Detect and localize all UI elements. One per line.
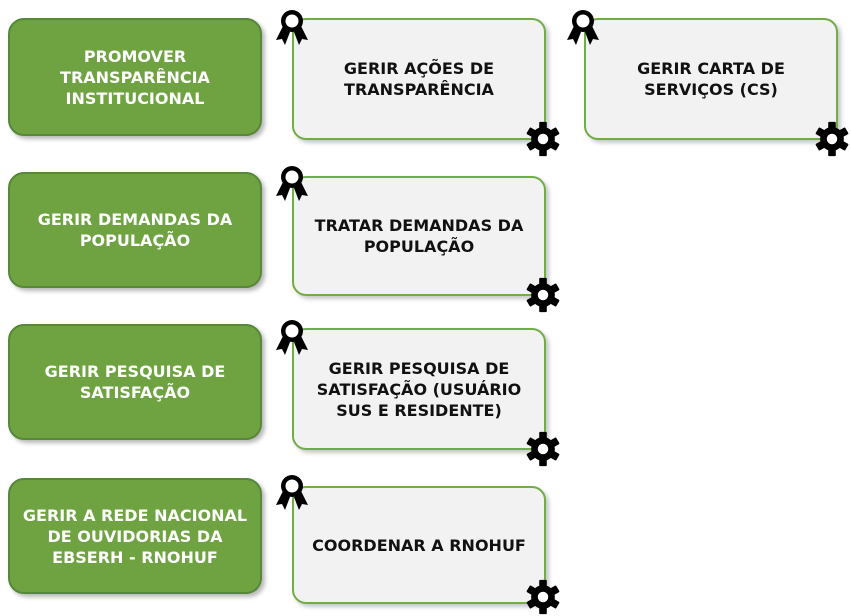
- process-box-tratar-demandas: TRATAR DEMANDAS DA POPULAÇÃO: [292, 176, 546, 296]
- award-ribbon-icon: [272, 318, 312, 358]
- gear-icon: [813, 120, 851, 158]
- gear-icon: [524, 120, 562, 158]
- award-ribbon-icon: [563, 8, 603, 48]
- award-ribbon-icon: [272, 473, 312, 513]
- macroprocess-box-pesquisa: GERIR PESQUISA DE SATISFAÇÃO: [8, 324, 262, 440]
- process-box-gerir-pesquisa-satisfacao: GERIR PESQUISA DE SATISFAÇÃO (USUÁRIO SU…: [292, 328, 546, 450]
- gear-icon: [524, 578, 562, 616]
- award-ribbon-icon: [272, 8, 312, 48]
- process-label: GERIR PESQUISA DE SATISFAÇÃO (USUÁRIO SU…: [316, 358, 522, 420]
- process-label: GERIR AÇÕES DE TRANSPARÊNCIA: [343, 59, 495, 99]
- macroprocess-label: PROMOVER TRANSPARÊNCIA INSTITUCIONAL: [60, 46, 210, 108]
- award-ribbon-icon: [272, 164, 312, 204]
- process-box-gerir-carta-servicos: GERIR CARTA DE SERVIÇOS (CS): [584, 18, 838, 140]
- gear-icon: [524, 430, 562, 468]
- process-box-gerir-acoes-transparencia: GERIR AÇÕES DE TRANSPARÊNCIA: [292, 18, 546, 140]
- process-label: COORDENAR A RNOHUF: [312, 535, 526, 555]
- gear-icon: [524, 276, 562, 314]
- macroprocess-box-demandas: GERIR DEMANDAS DA POPULAÇÃO: [8, 172, 262, 288]
- process-box-coordenar-rnohuf: COORDENAR A RNOHUF: [292, 486, 546, 604]
- process-label: GERIR CARTA DE SERVIÇOS (CS): [637, 59, 785, 99]
- macroprocess-box-transparencia: PROMOVER TRANSPARÊNCIA INSTITUCIONAL: [8, 18, 262, 136]
- macroprocess-label: GERIR DEMANDAS DA POPULAÇÃO: [37, 210, 233, 250]
- process-label: TRATAR DEMANDAS DA POPULAÇÃO: [314, 216, 524, 256]
- macroprocess-box-rede-ouvidorias: GERIR A REDE NACIONAL DE OUVIDORIAS DA E…: [8, 478, 262, 594]
- macroprocess-label: GERIR PESQUISA DE SATISFAÇÃO: [44, 362, 226, 402]
- macroprocess-label: GERIR A REDE NACIONAL DE OUVIDORIAS DA E…: [22, 505, 248, 567]
